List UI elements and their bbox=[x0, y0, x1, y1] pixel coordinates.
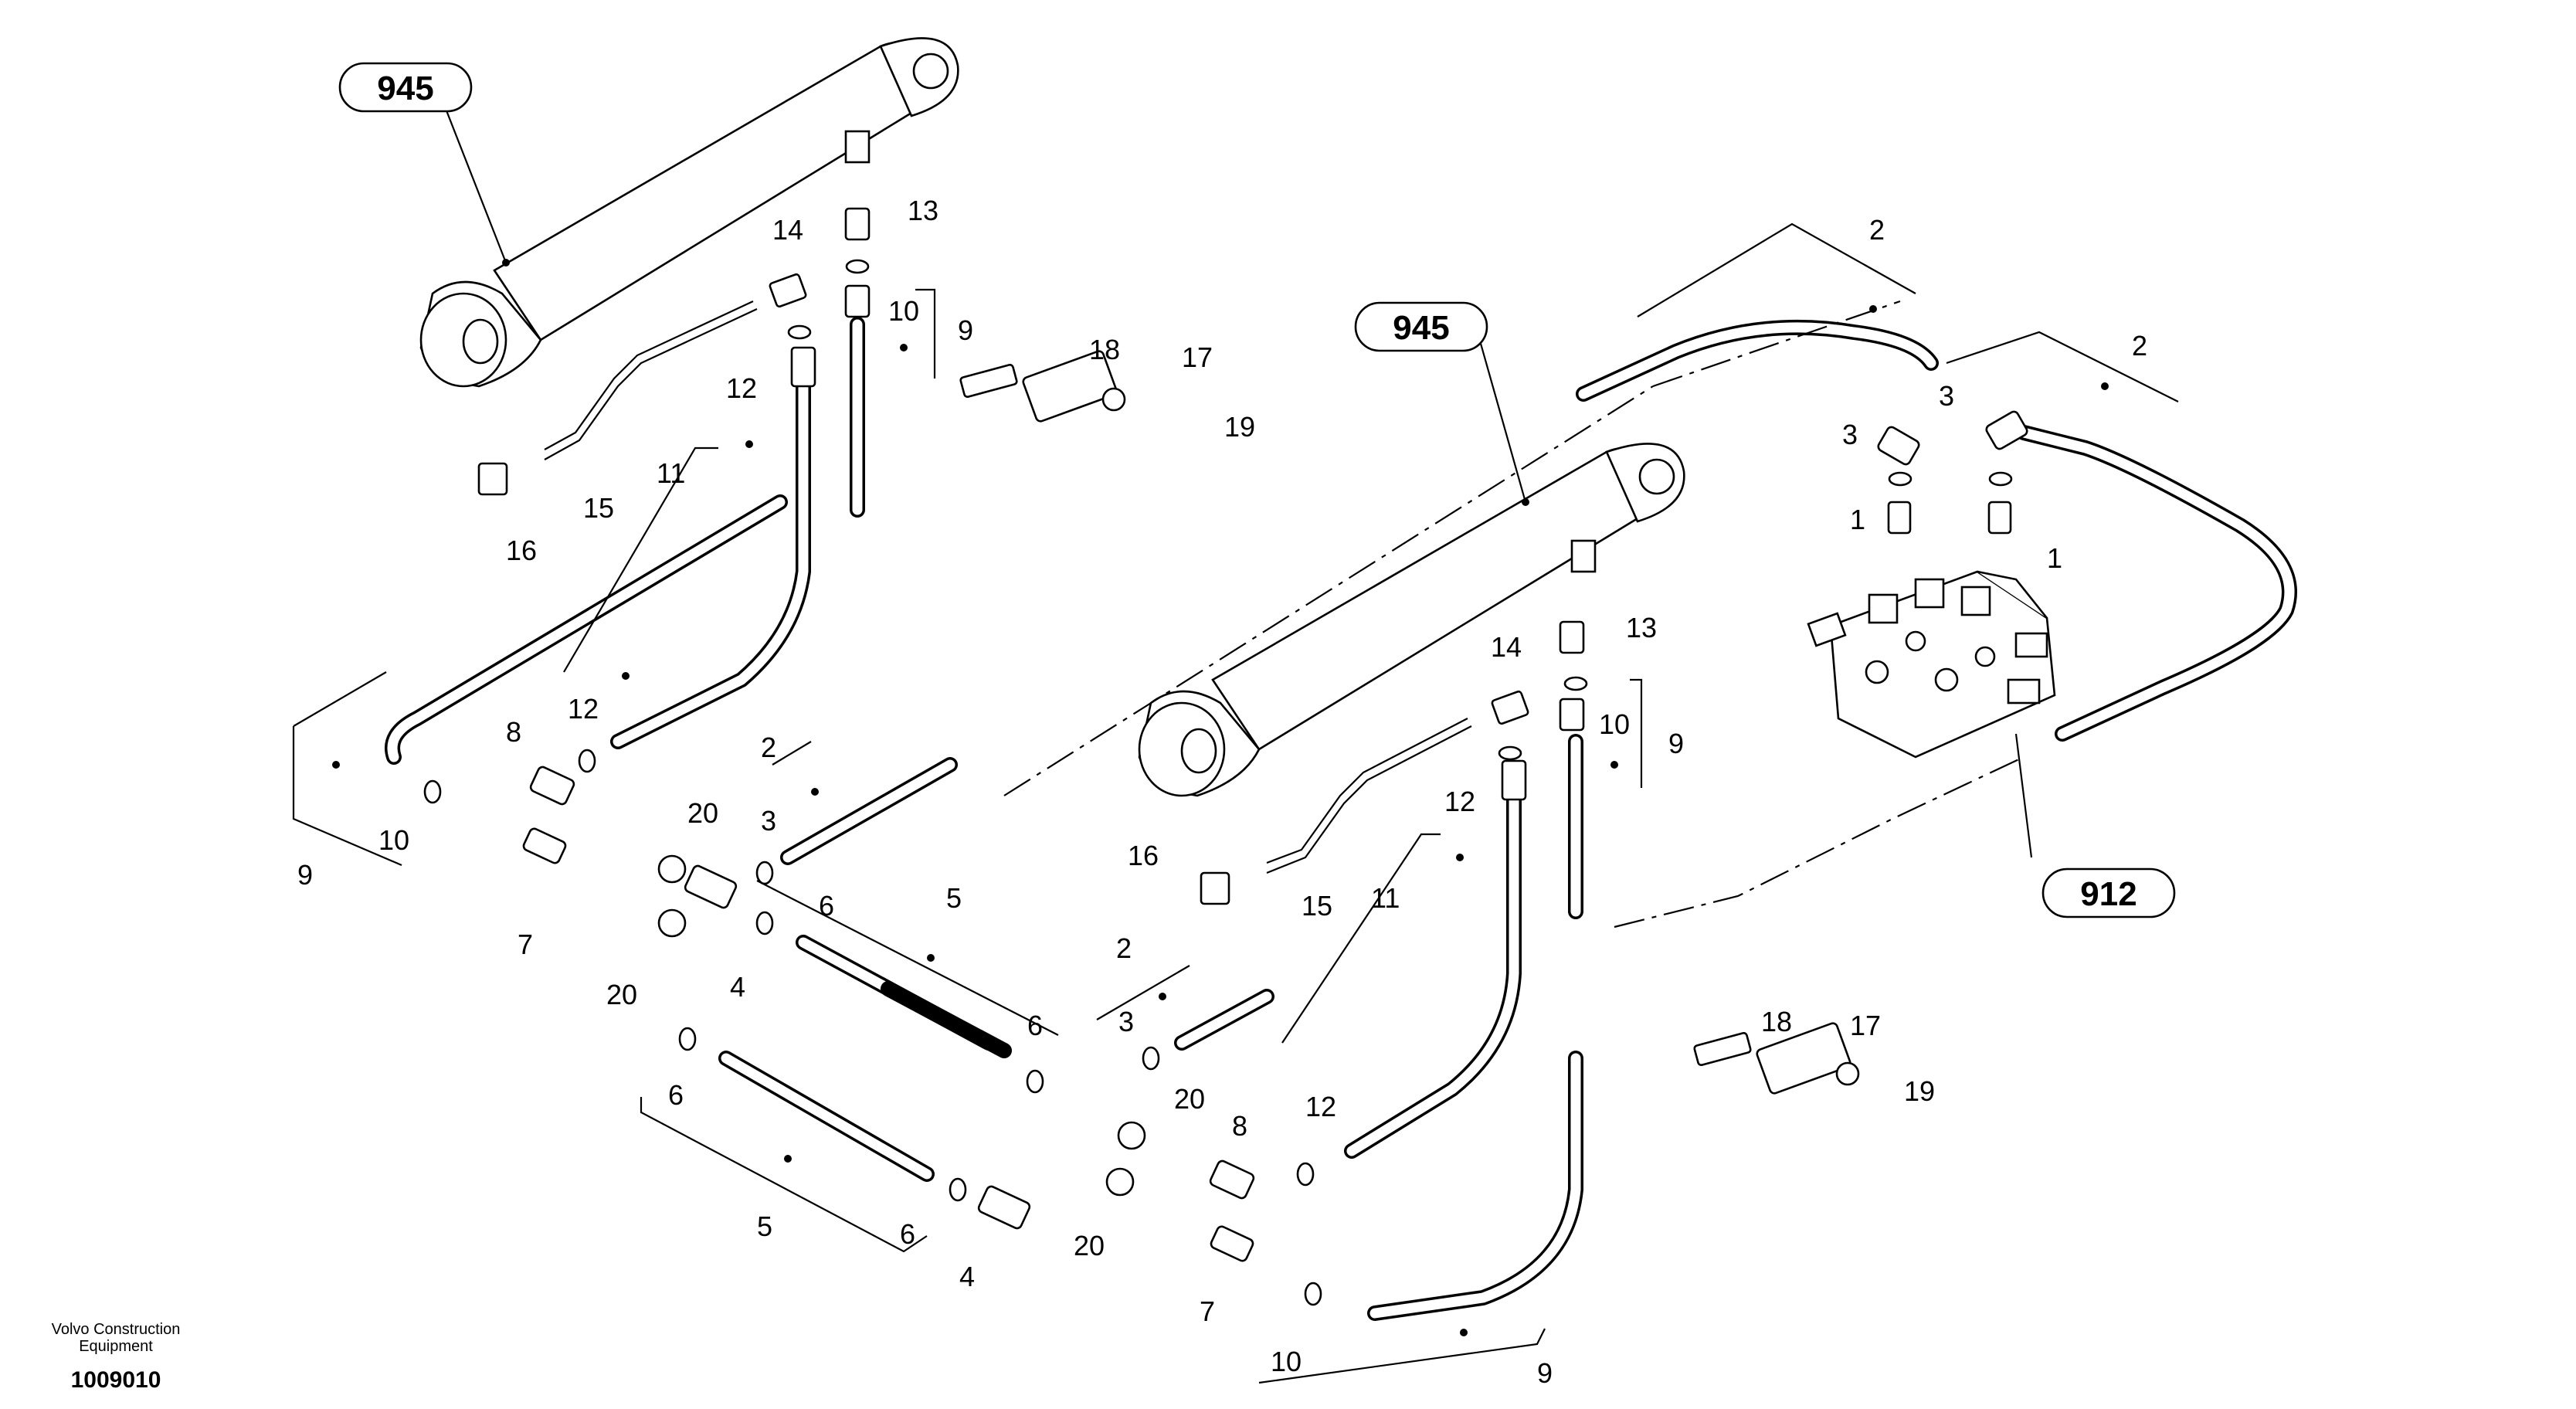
label-2: 2 bbox=[2132, 330, 2147, 362]
label-1: 1 bbox=[2047, 542, 2062, 574]
label-16: 16 bbox=[1128, 840, 1159, 871]
part-number-labels: 1 1 2 2 2 2 3 3 3 3 4 4 5 5 6 6 6 6 7 7 … bbox=[297, 195, 2147, 1389]
label-5: 5 bbox=[946, 882, 962, 914]
svg-text:945: 945 bbox=[377, 70, 433, 107]
label-13: 13 bbox=[908, 195, 938, 226]
label-12: 12 bbox=[568, 693, 599, 725]
label-13: 13 bbox=[1626, 612, 1657, 643]
label-9: 9 bbox=[958, 314, 973, 346]
hose-lines bbox=[385, 300, 2297, 1321]
company-name-line1: Volvo Construction bbox=[51, 1321, 181, 1338]
label-1: 1 bbox=[1850, 504, 1865, 535]
label-14: 14 bbox=[1491, 631, 1522, 663]
label-16: 16 bbox=[506, 535, 537, 566]
fittings bbox=[477, 207, 2028, 1262]
control-valve-block bbox=[1807, 570, 2056, 759]
label-3: 3 bbox=[1842, 419, 1858, 450]
label-3: 3 bbox=[1939, 380, 1954, 412]
drawing-number: 1009010 bbox=[70, 1367, 161, 1393]
company-name: Volvo Construction Equipment bbox=[15, 1321, 216, 1355]
label-11: 11 bbox=[657, 457, 685, 489]
label-7: 7 bbox=[518, 929, 533, 960]
label-6: 6 bbox=[1027, 1010, 1043, 1041]
label-6: 6 bbox=[819, 890, 834, 922]
leader-lines bbox=[292, 84, 2179, 1384]
label-9: 9 bbox=[297, 859, 313, 891]
label-17: 17 bbox=[1850, 1010, 1881, 1041]
label-19: 19 bbox=[1904, 1075, 1935, 1107]
label-5: 5 bbox=[757, 1210, 772, 1242]
hydraulic-cylinder-upper bbox=[419, 37, 959, 388]
label-8: 8 bbox=[506, 716, 521, 748]
label-9: 9 bbox=[1668, 728, 1684, 759]
svg-text:945: 945 bbox=[1393, 309, 1449, 347]
label-18: 18 bbox=[1089, 334, 1120, 365]
callout-945-upper: 945 bbox=[338, 62, 473, 113]
label-2: 2 bbox=[1116, 932, 1132, 964]
label-3: 3 bbox=[1118, 1006, 1134, 1037]
label-12: 12 bbox=[1444, 786, 1475, 817]
label-4: 4 bbox=[730, 971, 745, 1003]
label-18: 18 bbox=[1761, 1006, 1792, 1037]
label-10: 10 bbox=[1271, 1346, 1302, 1377]
hydraulic-cylinder-middle bbox=[1138, 443, 1685, 797]
label-8: 8 bbox=[1232, 1110, 1247, 1142]
svg-text:912: 912 bbox=[2080, 875, 2136, 913]
label-12: 12 bbox=[1305, 1091, 1336, 1122]
label-3: 3 bbox=[761, 805, 776, 837]
label-11: 11 bbox=[1371, 882, 1400, 914]
label-9: 9 bbox=[1537, 1357, 1553, 1389]
label-10: 10 bbox=[1599, 708, 1630, 740]
label-4: 4 bbox=[959, 1261, 975, 1292]
label-6: 6 bbox=[900, 1218, 915, 1250]
callout-912: 912 bbox=[2041, 867, 2176, 918]
label-20: 20 bbox=[687, 797, 718, 829]
label-20: 20 bbox=[1174, 1083, 1205, 1115]
label-14: 14 bbox=[772, 214, 803, 246]
label-15: 15 bbox=[1302, 890, 1332, 922]
label-19: 19 bbox=[1224, 411, 1255, 443]
callout-945-middle: 945 bbox=[1354, 301, 1488, 352]
label-17: 17 bbox=[1182, 341, 1213, 373]
o-rings bbox=[423, 259, 2013, 1306]
label-10: 10 bbox=[378, 824, 409, 856]
label-10: 10 bbox=[888, 295, 919, 327]
label-20: 20 bbox=[1074, 1230, 1105, 1261]
label-6: 6 bbox=[668, 1079, 684, 1111]
label-15: 15 bbox=[583, 492, 614, 524]
label-7: 7 bbox=[1200, 1295, 1215, 1327]
reference-dots bbox=[332, 259, 2109, 1336]
label-20: 20 bbox=[606, 979, 637, 1010]
label-2: 2 bbox=[1869, 214, 1885, 246]
label-12: 12 bbox=[726, 372, 757, 404]
label-2: 2 bbox=[761, 732, 776, 763]
company-name-line2: Equipment bbox=[79, 1338, 153, 1355]
